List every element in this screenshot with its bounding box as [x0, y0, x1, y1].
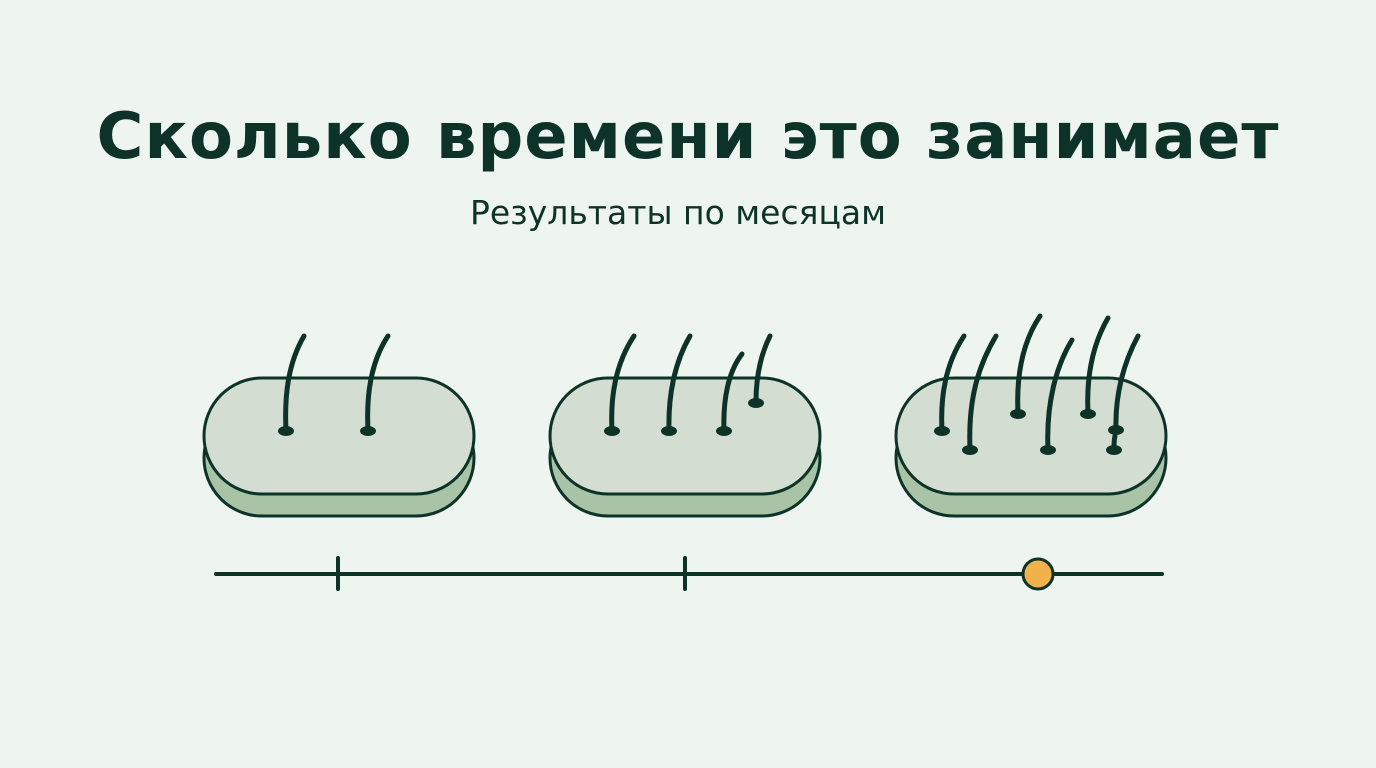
hair-follicles [278, 426, 376, 436]
hair-strand [1085, 315, 1111, 416]
hair-strand [283, 333, 307, 433]
scalp-top [202, 376, 476, 496]
page-subtitle: Результаты по месяцам [469, 193, 887, 232]
hair-strand [666, 333, 693, 433]
hair-follicles [934, 409, 1124, 455]
follicle [1040, 445, 1056, 455]
follicle [1080, 409, 1096, 419]
scalp-stage-3 [894, 313, 1168, 518]
hair-strand [1015, 313, 1043, 416]
hair-group [283, 333, 391, 433]
follicle [962, 445, 978, 455]
follicle [1106, 445, 1122, 455]
follicle [604, 426, 620, 436]
follicle [278, 426, 294, 436]
follicle [1108, 425, 1124, 435]
timeline [214, 556, 1164, 591]
hair-group [939, 313, 1141, 452]
follicle [748, 398, 764, 408]
hair-strand [609, 333, 637, 433]
scalp-stage-2 [548, 333, 822, 518]
hair-strand [365, 333, 391, 433]
page-title: Сколько времени это занимает [96, 100, 1280, 174]
follicle [716, 426, 732, 436]
hair-strand [1113, 333, 1141, 432]
hair-strand [753, 333, 773, 405]
follicle [360, 426, 376, 436]
follicle [1010, 409, 1026, 419]
hair-follicles [604, 398, 764, 436]
hair-strand [1045, 337, 1075, 452]
scalp-top [548, 376, 822, 496]
scalp-stage-1 [202, 333, 476, 518]
follicle [934, 426, 950, 436]
follicle [661, 426, 677, 436]
timeline-current-marker [1021, 557, 1055, 591]
hair-strand [721, 351, 745, 433]
hair-strand [967, 333, 999, 452]
hair-strand [939, 333, 967, 433]
scalp-top [894, 376, 1168, 496]
hair-group [609, 333, 773, 433]
